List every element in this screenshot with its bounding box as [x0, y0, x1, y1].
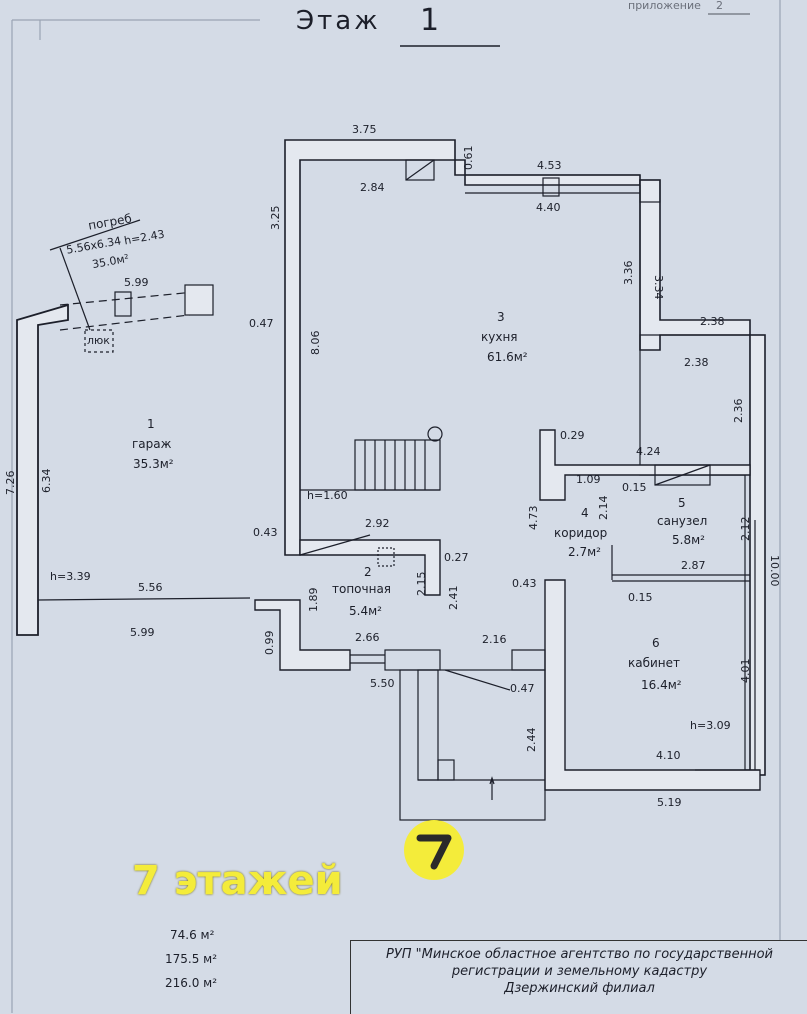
dim-3-25: 3.25 [269, 205, 282, 231]
dim-0-15-b: 0.15 [628, 591, 653, 604]
room-3-number: 3 [497, 310, 505, 324]
dim-0-47-b: 0.47 [510, 682, 535, 695]
room-6-name: кабинет [628, 656, 681, 670]
dim-5-19: 5.19 [657, 796, 682, 809]
dim-1-09: 1.09 [576, 473, 601, 486]
stamp-line-3: Дзержинский филиал [504, 981, 655, 996]
dim-2-16: 2.16 [482, 633, 507, 646]
dim-2-84: 2.84 [360, 181, 385, 194]
dim-0-29: 0.29 [560, 429, 585, 442]
hatch-label: люк [87, 334, 110, 347]
dim-5-99-b: 5.99 [130, 626, 155, 639]
dim-2-66: 2.66 [355, 631, 380, 644]
dim-0-43-a: 0.43 [253, 526, 278, 539]
dim-4-01: 4.01 [739, 658, 752, 684]
dim-5-56: 5.56 [138, 581, 163, 594]
room-2-number: 2 [364, 565, 372, 579]
room-1-number: 1 [147, 417, 155, 431]
dim-2-44: 2.44 [525, 727, 538, 753]
room-5-name: санузел [657, 514, 708, 528]
dim-4-73: 4.73 [527, 505, 540, 531]
floor-title: Этаж [296, 6, 381, 36]
dim-0-99: 0.99 [263, 630, 276, 656]
dim-6-34: 6.34 [40, 468, 53, 494]
dim-2-36: 2.36 [732, 398, 745, 424]
stair-height: h=1.60 [307, 489, 348, 502]
stamp-line-1: РУП "Минское областное агентство по госу… [386, 947, 773, 962]
dim-2-41: 2.41 [447, 585, 460, 611]
appendix-label: приложение [628, 0, 701, 12]
room-1-name: гараж [132, 437, 172, 451]
dim-0-47-a: 0.47 [249, 317, 274, 330]
room-4-name: коридор [554, 526, 608, 540]
room-5-number: 5 [678, 496, 686, 510]
appendix-number: 2 [716, 0, 723, 12]
dim-5-99-a: 5.99 [124, 276, 149, 289]
dim-5-50: 5.50 [370, 677, 395, 690]
room-3-area: 61.6м² [487, 350, 528, 364]
dim-2-12: 2.12 [739, 516, 752, 542]
dim-3-34: 3.34 [652, 275, 665, 300]
dim-1-89: 1.89 [307, 587, 320, 613]
dim-3-36: 3.36 [622, 260, 635, 286]
room-2-name: топочная [332, 582, 392, 596]
stamp-line-2: регистрации и земельному кадастру [451, 964, 708, 979]
dim-10-00: 10.00 [768, 555, 781, 587]
title-block: РУП "Минское областное агентство по госу… [350, 940, 807, 1014]
dim-2-87: 2.87 [681, 559, 706, 572]
room-1-area: 35.3м² [133, 457, 174, 471]
dim-0-15-a: 0.15 [622, 481, 647, 494]
room-4-area: 2.7м² [568, 545, 601, 559]
dim-2-38-a: 2.38 [700, 315, 725, 328]
dim-0-43-b: 0.43 [512, 577, 537, 590]
area-line-1: 74.6 м² [170, 928, 215, 942]
room-5-area: 5.8м² [672, 533, 705, 547]
dim-7-26: 7.26 [4, 470, 17, 496]
room-4-number: 4 [581, 506, 589, 520]
room-3-name: кухня [481, 330, 518, 344]
dim-4-53: 4.53 [537, 159, 562, 172]
room-6-height: h=3.09 [690, 719, 731, 732]
dim-8-06: 8.06 [309, 330, 322, 356]
dim-4-10: 4.10 [656, 749, 681, 762]
dim-2-92: 2.92 [365, 517, 390, 530]
dim-4-24: 4.24 [636, 445, 661, 458]
promo-text: 7 этажей [132, 858, 343, 904]
dim-3-75: 3.75 [352, 123, 377, 136]
room-6-area: 16.4м² [641, 678, 682, 692]
room-2-area: 5.4м² [349, 604, 382, 618]
room-6-number: 6 [652, 636, 660, 650]
dim-2-15: 2.15 [415, 571, 428, 597]
seven-logo-icon [404, 820, 464, 880]
dim-4-40: 4.40 [536, 201, 561, 214]
floor-number: 1 [420, 3, 440, 38]
area-line-2: 175.5 м² [165, 952, 218, 966]
dim-0-61: 0.61 [462, 145, 475, 171]
dim-2-14: 2.14 [597, 495, 610, 521]
dim-2-38-b: 2.38 [684, 356, 709, 369]
area-line-3: 216.0 м² [165, 976, 218, 990]
room-1-height: h=3.39 [50, 570, 91, 583]
dim-0-27: 0.27 [444, 551, 469, 564]
